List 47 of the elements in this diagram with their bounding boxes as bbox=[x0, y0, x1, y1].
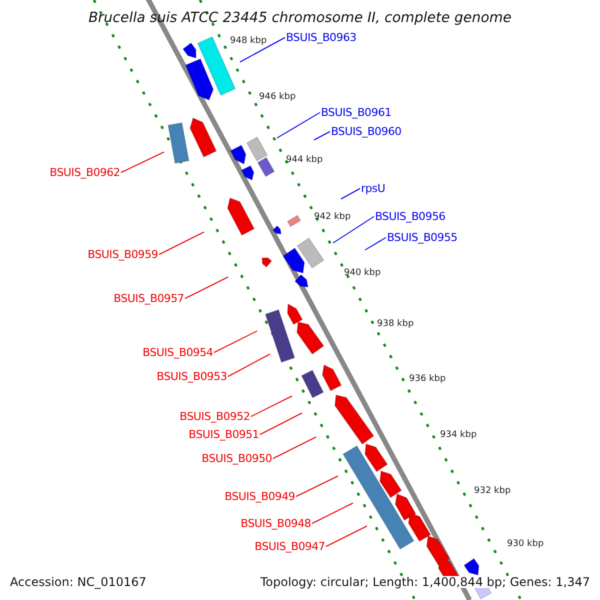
gene-label: BSUIS_B0956 bbox=[375, 211, 446, 222]
leader-line bbox=[364, 237, 386, 250]
tick-label: 944 kbp bbox=[286, 156, 323, 165]
gene-label: BSUIS_B0957 bbox=[114, 293, 184, 304]
leader-line bbox=[326, 526, 368, 547]
leader-line bbox=[340, 188, 360, 200]
leader-line bbox=[214, 330, 258, 353]
leader-line bbox=[184, 276, 228, 299]
leader-line bbox=[260, 412, 302, 435]
gene-label: BSUIS_B0963 bbox=[286, 32, 356, 43]
genome-info-text: Topology: circular; Length: 1,400,844 bp; Genes: 1,347 bbox=[260, 576, 590, 588]
leader-line bbox=[296, 476, 338, 497]
gene-label: BSUIS_B0950 bbox=[202, 453, 272, 464]
leader-line bbox=[120, 152, 164, 173]
tick-label: 930 kbp bbox=[507, 540, 544, 549]
tick-label: 938 kbp bbox=[377, 320, 414, 329]
title: Brucella suis ATCC 23445 chromosome II, complete genome bbox=[87, 11, 513, 25]
leader-line bbox=[312, 502, 354, 524]
tick-label: 948 kbp bbox=[230, 37, 267, 46]
leader-line bbox=[250, 396, 292, 417]
leader-line bbox=[240, 37, 286, 62]
gene-label: BSUIS_B0954 bbox=[142, 347, 213, 358]
tick-label: 934 kbp bbox=[440, 431, 477, 440]
gene-label: rpsU bbox=[361, 183, 386, 194]
gene-label: BSUIS_B0960 bbox=[331, 126, 402, 137]
tick-label: 940 kbp bbox=[344, 269, 381, 278]
leader-line bbox=[228, 354, 270, 377]
gene-label: BSUIS_B0959 bbox=[88, 249, 158, 260]
gene-label: BSUIS_B0961 bbox=[321, 107, 392, 118]
leader-line bbox=[158, 232, 204, 255]
gene-label: BSUIS_B0947 bbox=[254, 541, 325, 552]
gene-label: BSUIS_B0955 bbox=[387, 232, 458, 243]
gene-label: BSUIS_B0949 bbox=[224, 491, 295, 502]
tick-label: 942 kbp bbox=[314, 213, 351, 222]
gene-label: BSUIS_B0948 bbox=[240, 518, 311, 529]
gene-label: BSUIS_B0952 bbox=[180, 411, 250, 422]
leader-line bbox=[314, 131, 330, 140]
gene-label: BSUIS_B0953 bbox=[156, 371, 227, 382]
gene-label: BSUIS_B0962 bbox=[50, 167, 120, 178]
accession-text: Accession: NC_010167 bbox=[10, 576, 146, 588]
tick-label: 946 kbp bbox=[259, 93, 296, 102]
tick-label: 936 kbp bbox=[409, 375, 446, 384]
tick-label: 932 kbp bbox=[474, 487, 511, 496]
leader-line bbox=[332, 216, 374, 244]
leader-line bbox=[276, 112, 320, 138]
gene-label: BSUIS_B0951 bbox=[188, 429, 259, 440]
leader-line bbox=[272, 436, 316, 459]
